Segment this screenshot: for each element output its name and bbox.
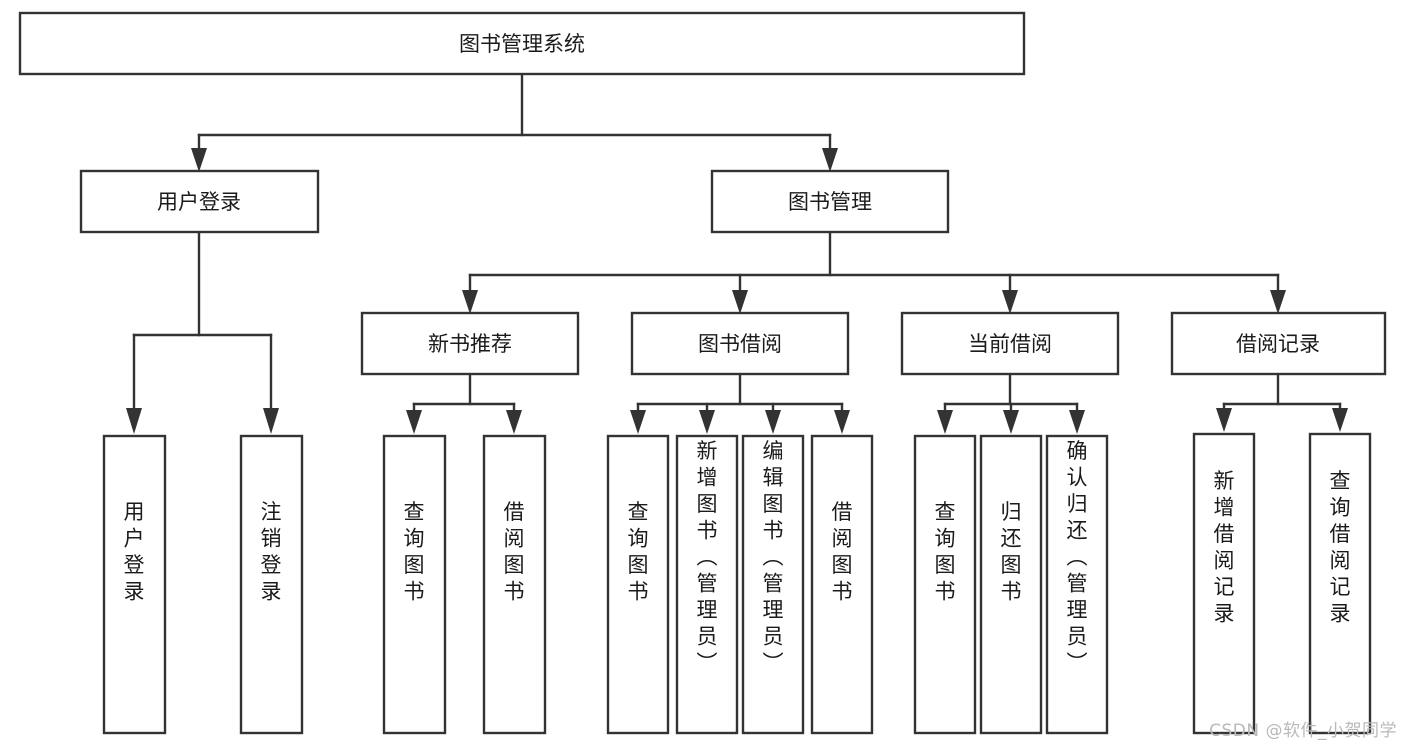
node-book-manage-label: 图书管理	[788, 190, 872, 214]
arrow-head-book-manage	[822, 148, 838, 172]
node-leaf-query-book-2[interactable]: 查询图书	[606, 434, 670, 735]
node-leaf-borrow-book-2-box[interactable]	[810, 434, 874, 735]
node-user-login-label: 用户登录	[157, 190, 241, 214]
node-leaf-query-record[interactable]: 查询借阅记录	[1308, 432, 1372, 735]
arrow-head-leaf-borrow-1	[506, 410, 522, 434]
arrow-head-user-login	[191, 148, 207, 172]
arrow-head-new-book	[462, 290, 478, 314]
node-leaf-query-book-1-box[interactable]	[382, 434, 447, 735]
node-leaf-user-login-label: 用户登录	[124, 500, 145, 604]
arrow-head-leaf-return	[1003, 410, 1019, 434]
node-book-manage-box[interactable]	[710, 169, 950, 234]
arrow-head-leaf-borrow-2	[834, 410, 850, 434]
node-new-book-recommend[interactable]: 新书推荐	[360, 311, 580, 376]
node-leaf-edit-book-box[interactable]	[741, 434, 805, 735]
node-current-borrow[interactable]: 当前借阅	[900, 311, 1120, 376]
node-leaf-confirm-return-label: 确认归还︵管理员︶	[1067, 439, 1088, 675]
arrow-head-leaf-query-record	[1332, 408, 1348, 432]
node-leaf-query-book-3-box[interactable]	[913, 434, 977, 735]
node-leaf-confirm-return[interactable]: 确认归还︵管理员︶	[1045, 434, 1109, 735]
node-leaf-query-book-1-label: 查询图书	[404, 500, 425, 604]
arrow-head-leaf-query-3	[937, 410, 953, 434]
node-leaf-confirm-return-box[interactable]	[1045, 434, 1109, 735]
node-leaf-borrow-book-2-label: 借阅图书	[832, 500, 853, 604]
node-leaf-query-book-2-box[interactable]	[606, 434, 670, 735]
node-leaf-user-login[interactable]: 用户登录	[102, 434, 167, 735]
node-leaf-logout-login-label: 注销登录	[261, 500, 282, 604]
node-root[interactable]: 图书管理系统	[18, 11, 1026, 76]
node-leaf-query-book-2-label: 查询图书	[628, 500, 649, 604]
node-leaf-logout-login-box[interactable]	[239, 434, 304, 735]
arrow-head-leaf-query-2	[630, 410, 646, 434]
connector-layer	[126, 72, 1348, 434]
node-current-borrow-box[interactable]	[900, 311, 1120, 376]
arrow-head-borrow-record	[1270, 290, 1286, 314]
node-leaf-query-book-3[interactable]: 查询图书	[913, 434, 977, 735]
node-leaf-edit-book[interactable]: 编辑图书︵管理员︶	[741, 434, 805, 735]
arrow-head-leaf-query-1	[406, 410, 422, 434]
node-leaf-return-book[interactable]: 归还图书	[979, 434, 1043, 735]
node-leaf-query-record-box[interactable]	[1308, 432, 1372, 735]
node-leaf-borrow-book-1-label: 借阅图书	[504, 500, 525, 604]
node-borrow-record-box[interactable]	[1170, 311, 1387, 376]
node-leaf-user-login-box[interactable]	[102, 434, 167, 735]
node-leaf-add-book-label: 新增图书︵管理员︶	[697, 439, 718, 675]
node-leaf-query-record-label: 查询借阅记录	[1330, 469, 1351, 626]
node-book-borrow[interactable]: 图书借阅	[630, 311, 850, 376]
node-leaf-borrow-book-1-box[interactable]	[482, 434, 547, 735]
arrow-head-leaf-confirm-return	[1069, 410, 1085, 434]
node-leaf-edit-book-label: 编辑图书︵管理员︶	[763, 439, 784, 675]
node-leaf-query-book-3-label: 查询图书	[935, 500, 956, 604]
node-leaf-logout-login[interactable]: 注销登录	[239, 434, 304, 735]
node-user-login-box[interactable]	[79, 169, 320, 234]
node-book-borrow-box[interactable]	[630, 311, 850, 376]
arrow-head-current-borrow	[1002, 290, 1018, 314]
node-leaf-return-book-label: 归还图书	[1001, 500, 1022, 604]
arrow-head-book-borrow	[732, 290, 748, 314]
node-borrow-record-label: 借阅记录	[1236, 332, 1320, 356]
node-book-borrow-label: 图书借阅	[698, 332, 782, 356]
arrow-head-leaf-user-login	[126, 408, 142, 434]
node-leaf-query-book-1[interactable]: 查询图书	[382, 434, 447, 735]
arrow-head-leaf-logout	[263, 408, 279, 434]
arrow-head-leaf-add-book	[699, 410, 715, 434]
node-root-label: 图书管理系统	[459, 32, 585, 56]
node-leaf-borrow-book-1[interactable]: 借阅图书	[482, 434, 547, 735]
csdn-watermark: CSDN @软件_小贺同学	[1209, 721, 1397, 741]
node-user-login[interactable]: 用户登录	[79, 169, 320, 234]
node-new-book-recommend-label: 新书推荐	[428, 332, 512, 356]
node-leaf-add-record-label: 新增借阅记录	[1214, 469, 1235, 626]
node-book-manage[interactable]: 图书管理	[710, 169, 950, 234]
arrow-head-leaf-edit-book	[765, 410, 781, 434]
node-leaf-return-book-box[interactable]	[979, 434, 1043, 735]
node-leaf-add-record[interactable]: 新增借阅记录	[1192, 432, 1256, 735]
node-root-box[interactable]	[18, 11, 1026, 76]
node-leaf-borrow-book-2[interactable]: 借阅图书	[810, 434, 874, 735]
node-current-borrow-label: 当前借阅	[968, 332, 1052, 356]
arrow-head-leaf-add-record	[1216, 408, 1232, 432]
node-new-book-recommend-box[interactable]	[360, 311, 580, 376]
node-leaf-add-book-box[interactable]	[675, 434, 739, 735]
node-leaf-add-record-box[interactable]	[1192, 432, 1256, 735]
node-leaf-add-book[interactable]: 新增图书︵管理员︶	[675, 434, 739, 735]
node-borrow-record[interactable]: 借阅记录	[1170, 311, 1387, 376]
